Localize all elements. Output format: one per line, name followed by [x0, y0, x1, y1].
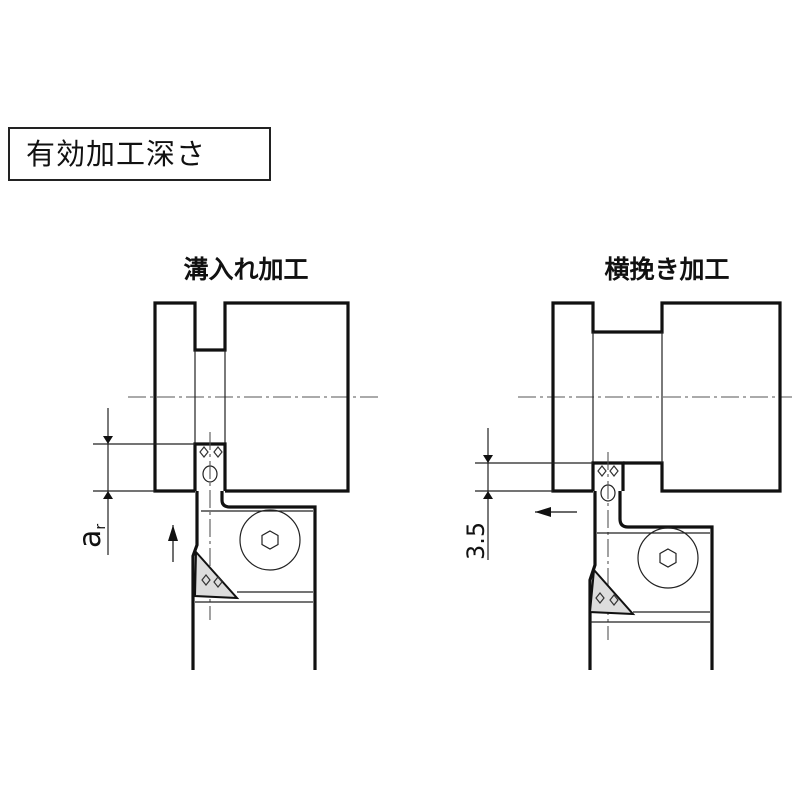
lower-insert [193, 549, 240, 600]
clamp-screw [637, 527, 699, 589]
workpiece-right [551, 301, 782, 493]
hex-socket-icon [659, 548, 677, 568]
lower-insert [588, 567, 636, 616]
grooving-figure: ar [73, 301, 382, 670]
dimension-ar: ar [73, 524, 109, 548]
clamp-screw [239, 509, 301, 571]
tool-holder [588, 491, 714, 670]
grooving-label: 溝入れ加工 [183, 255, 309, 284]
workpiece-left [153, 301, 350, 493]
dimension-3-5: 3.5 [462, 522, 490, 560]
traversing-label: 横挽き加工 [604, 255, 730, 284]
hex-socket-icon [261, 530, 279, 550]
insert-hatch [199, 446, 223, 458]
tool-holder [191, 491, 317, 670]
traversing-figure: 3.5 [462, 301, 792, 670]
title-box: 有効加工深さ [8, 127, 271, 181]
